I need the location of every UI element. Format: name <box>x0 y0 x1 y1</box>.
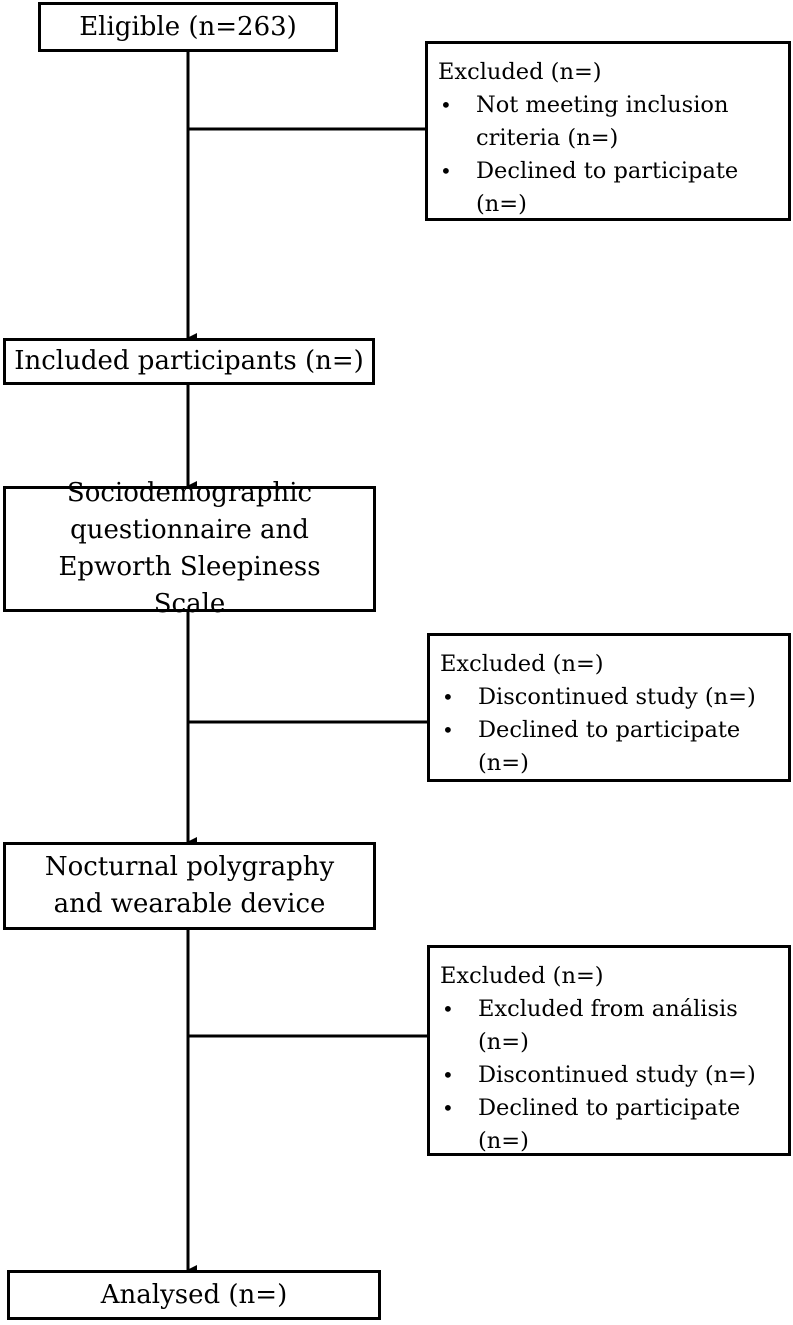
included-label: Included participants (n=) <box>14 346 364 376</box>
eligible-label: Eligible (n=263) <box>79 11 297 42</box>
exclusion-box-3: Excluded (n=) • Excluded from análisis (n… <box>427 945 791 1156</box>
questionnaire-label: Sociodemographic questionnaire and Epwor… <box>58 478 321 619</box>
eligible-box: Eligible (n=263) <box>38 2 338 52</box>
exclusion-item-text: Not meeting inclusion criteria (n=) <box>476 92 729 151</box>
exclusion-item-text: Declined to participate (n=) <box>476 158 739 217</box>
analysed-label: Analysed (n=) <box>100 1279 288 1310</box>
exclusion-title: Excluded (n=) <box>438 59 602 85</box>
exclusion-item: • Declined to participate (n=) <box>440 1092 780 1158</box>
exclusion-title: Excluded (n=) <box>440 651 604 677</box>
exclusion-title: Excluded (n=) <box>440 963 604 989</box>
bullet-icon: • <box>442 1096 454 1120</box>
exclusion-item-text: Declined to participate (n=) <box>478 1095 741 1154</box>
exclusion-item: • Declined to participate (n=) <box>440 714 780 780</box>
exclusion-list: • Not meeting inclusion criteria (n=) • De… <box>438 89 780 221</box>
exclusion-item-text: Excluded from análisis (n=) <box>478 996 738 1055</box>
exclusion-item: • Not meeting inclusion criteria (n=) <box>438 89 780 155</box>
bullet-icon: • <box>442 997 454 1021</box>
exclusion-item: • Excluded from análisis (n=) <box>440 993 780 1059</box>
exclusion-item: • Discontinued study (n=) <box>440 1059 780 1092</box>
exclusion-box-1: Excluded (n=) • Not meeting inclusion cri… <box>425 41 791 221</box>
exclusion-item: • Discontinued study (n=) <box>440 681 780 714</box>
included-box: Included participants (n=) <box>3 338 375 385</box>
bullet-icon: • <box>440 159 452 183</box>
polygraphy-label: Nocturnal polygraphy and wearable device <box>44 852 335 919</box>
bullet-icon: • <box>442 1063 454 1087</box>
exclusion-item-text: Discontinued study (n=) <box>478 1062 756 1088</box>
exclusion-list: • Excluded from análisis (n=) • Discontinu… <box>440 993 780 1158</box>
exclusion-list: • Discontinued study (n=) • Declined to pa… <box>440 681 780 780</box>
exclusion-item-text: Declined to participate (n=) <box>478 717 741 776</box>
bullet-icon: • <box>442 685 454 709</box>
polygraphy-box: Nocturnal polygraphy and wearable device <box>3 842 376 930</box>
bullet-icon: • <box>440 93 452 117</box>
exclusion-item: • Declined to participate (n=) <box>438 155 780 221</box>
exclusion-item-text: Discontinued study (n=) <box>478 684 756 710</box>
exclusion-box-2: Excluded (n=) • Discontinued study (n=) •… <box>427 633 791 782</box>
questionnaire-box: Sociodemographic questionnaire and Epwor… <box>3 478 376 619</box>
bullet-icon: • <box>442 718 454 742</box>
analysed-box: Analysed (n=) <box>7 1270 381 1320</box>
